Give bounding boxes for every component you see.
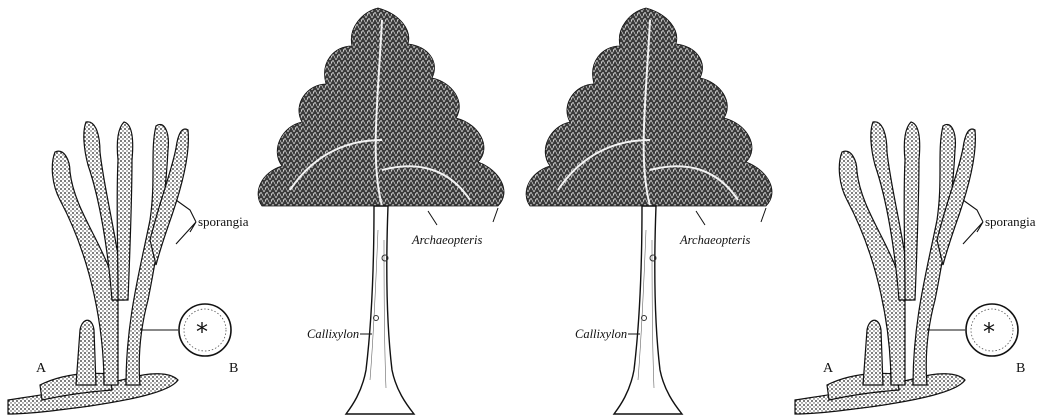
sporangia-label: sporangia — [198, 214, 249, 229]
label-b: B — [229, 361, 238, 376]
tree-panel-right: Archaeopteris Callixylon — [526, 8, 772, 414]
lycopsid-panel-right: sporangia * A B — [795, 122, 1036, 414]
xylem-star-icon: * — [196, 318, 208, 346]
sporangia-label: sporangia — [985, 214, 1036, 229]
crown-pointer-2 — [493, 208, 498, 222]
tree-panel-left: Archaeopteris Callixylon — [258, 8, 504, 414]
label-a: A — [36, 361, 47, 376]
callixylon-label: Callixylon — [307, 327, 359, 341]
crown-pointer-2 — [761, 208, 766, 222]
lycopsid-panel-left: sporangia * A B — [8, 122, 249, 414]
crown-pointer — [428, 211, 437, 225]
callixylon-trunk — [346, 206, 414, 414]
archaeopteris-label: Archaeopteris — [679, 233, 750, 247]
archaeopteris-label: Archaeopteris — [411, 233, 482, 247]
label-b: B — [1016, 361, 1025, 376]
sporangia-bracket — [176, 200, 196, 244]
xylem-star-icon: * — [983, 318, 995, 346]
sporangia-bracket — [963, 200, 983, 244]
callixylon-label: Callixylon — [575, 327, 627, 341]
label-a: A — [823, 361, 834, 376]
callixylon-trunk — [614, 206, 682, 414]
crown-pointer — [696, 211, 705, 225]
